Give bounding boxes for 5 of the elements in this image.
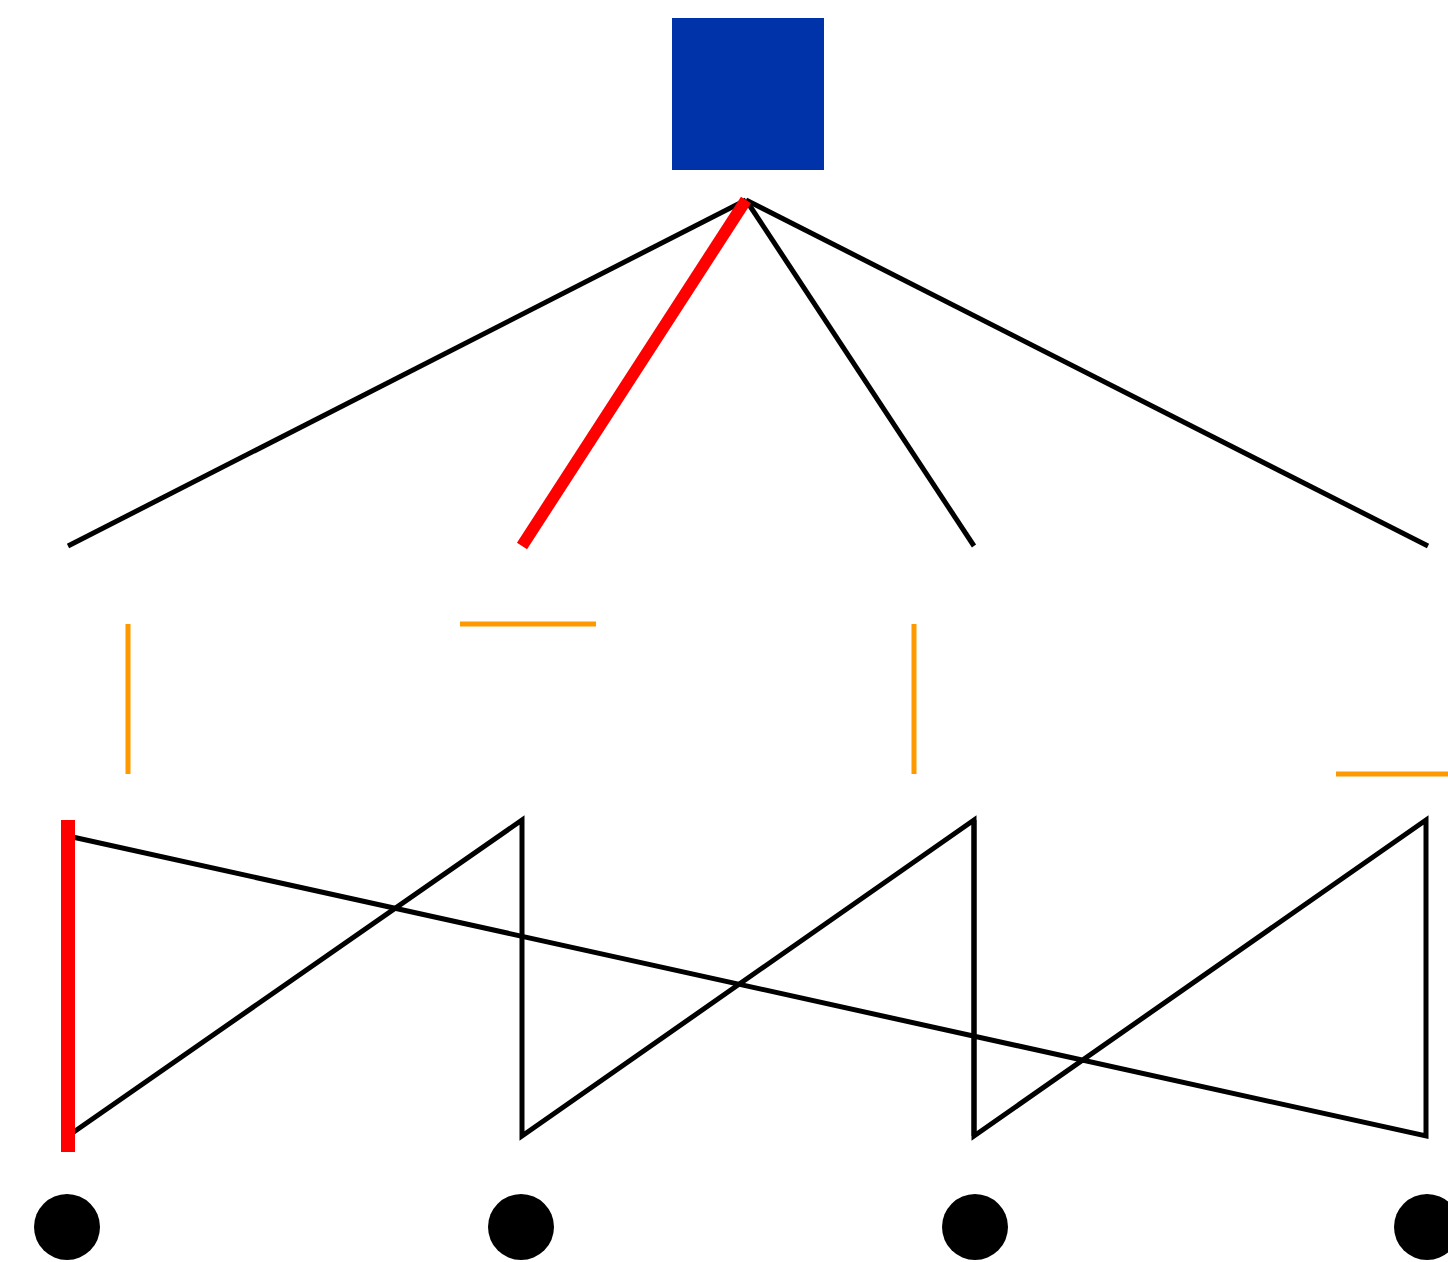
- dot: [942, 1194, 1008, 1260]
- dot: [1394, 1194, 1448, 1260]
- square-block: [672, 18, 824, 170]
- dot: [34, 1194, 100, 1260]
- dot: [488, 1194, 554, 1260]
